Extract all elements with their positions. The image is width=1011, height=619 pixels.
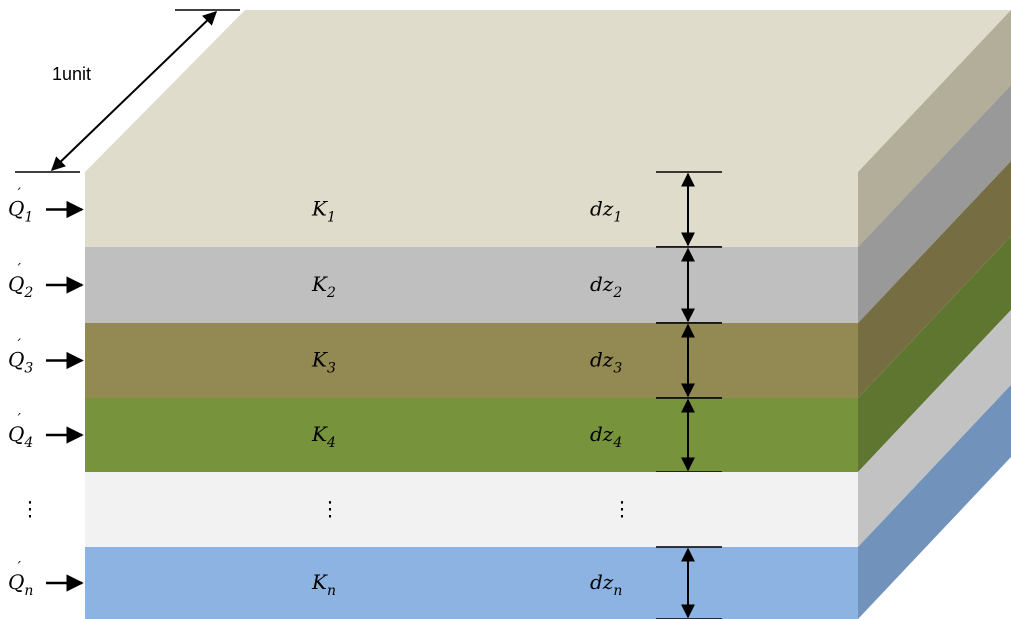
thickness-label: dz3	[590, 348, 622, 377]
flow-label-letter: Q	[8, 348, 24, 372]
flow-label-subscript: 2	[23, 285, 33, 301]
dz-ellipsis: ⋮	[612, 499, 632, 521]
conductivity-label-letter: K	[311, 422, 328, 446]
flow-label-accent: ´	[15, 560, 22, 576]
thickness-label: dz2	[590, 272, 622, 301]
flow-label-accent: ´	[15, 412, 22, 428]
layer-front-face	[85, 247, 858, 323]
conductivity-label: K4	[311, 422, 336, 451]
conductivity-label-letter: K	[311, 197, 328, 221]
flow-label-letter: Q	[8, 272, 24, 296]
conductivity-label-subscript: 3	[327, 361, 336, 377]
thickness-label-subscript: 2	[612, 285, 622, 301]
layer-5: ⋮ ⋮ ⋮	[20, 310, 1011, 547]
layer-side-face	[858, 236, 1011, 472]
k-ellipsis: ⋮	[320, 499, 340, 521]
conductivity-label: K2	[311, 272, 336, 301]
flow-label-accent: ´	[15, 187, 22, 203]
thickness-label: dz4	[590, 422, 622, 451]
conductivity-label-subscript: 2	[326, 285, 336, 301]
conductivity-label-subscript: 1	[327, 210, 336, 226]
flow-label: Q2´	[8, 262, 33, 301]
thickness-label: dzn	[590, 570, 622, 599]
flow-label: Q4´	[8, 412, 33, 451]
flow-label-accent: ´	[15, 338, 22, 354]
flow-label-letter: Q	[8, 197, 24, 221]
conductivity-label: K1	[311, 197, 336, 226]
conductivity-label: Kn	[311, 570, 336, 599]
thickness-label-subscript: n	[613, 583, 622, 599]
layer-front-face	[85, 172, 858, 247]
layer-side-face	[858, 310, 1011, 547]
thickness-label-subscript: 1	[613, 210, 622, 226]
thickness-label-letter: dz	[590, 422, 614, 446]
conductivity-label-letter: K	[311, 348, 328, 372]
flow-label-subscript: 4	[23, 435, 33, 451]
layer-front-face	[85, 547, 858, 619]
thickness-label-subscript: 3	[613, 361, 622, 377]
flow-label-subscript: 3	[24, 361, 33, 377]
conductivity-label-letter: K	[311, 570, 328, 594]
layer-side-face	[858, 85, 1011, 323]
layer-side-face	[858, 10, 1011, 247]
block-top-face	[85, 10, 1011, 172]
thickness-label: dz1	[590, 197, 622, 226]
flow-label-subscript: 1	[24, 210, 33, 226]
layer-side-face	[858, 161, 1011, 398]
unit-dimension-arrow	[50, 11, 218, 171]
layer-front-face	[85, 398, 858, 472]
thickness-label-subscript: 4	[612, 435, 622, 451]
layer-front-face	[85, 472, 858, 547]
conductivity-label-subscript: n	[327, 583, 336, 599]
layer-front-face	[85, 323, 858, 398]
flow-label-subscript: n	[24, 583, 33, 599]
flow-label-letter: Q	[8, 422, 24, 446]
unit-dimension: 1unit	[15, 9, 240, 173]
conductivity-label-subscript: 4	[326, 435, 336, 451]
flow-label: Qn´	[8, 560, 33, 599]
thickness-label-letter: dz	[590, 348, 614, 372]
flow-label-accent: ´	[15, 262, 22, 278]
conductivity-label: K3	[311, 348, 336, 377]
conductivity-label-letter: K	[311, 272, 328, 296]
layer-side-face	[858, 385, 1011, 619]
thickness-label-letter: dz	[590, 272, 614, 296]
flow-ellipsis: ⋮	[20, 499, 40, 521]
thickness-label-letter: dz	[590, 197, 614, 221]
flow-label: Q3´	[8, 338, 33, 377]
unit-label: 1unit	[52, 64, 91, 84]
flow-label-letter: Q	[8, 570, 24, 594]
flow-label: Q1´	[8, 187, 33, 226]
thickness-label-letter: dz	[590, 570, 614, 594]
